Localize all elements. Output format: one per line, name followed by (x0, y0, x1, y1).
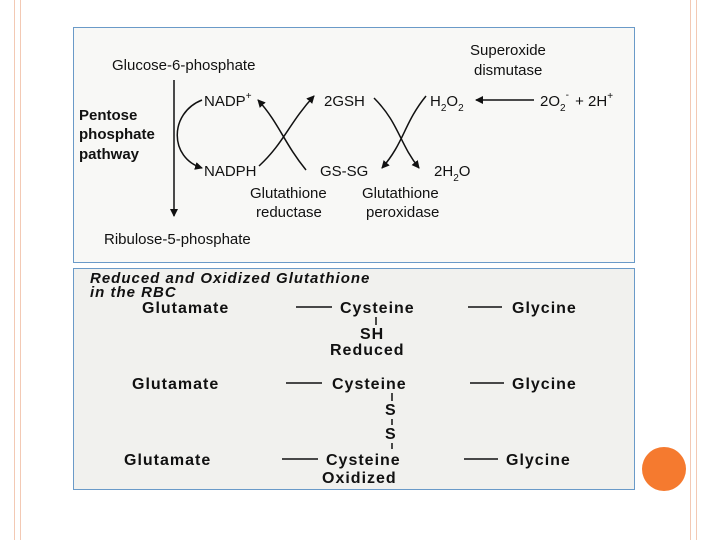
oxidized-cysteine-2: Cysteine (326, 452, 401, 469)
oxidized-glutamate-1: Glutamate (132, 376, 219, 393)
reduced-cysteine: Cysteine (340, 300, 415, 317)
deco-line-2 (20, 0, 21, 540)
peroxidase-label-line1: Glutathione (362, 185, 439, 202)
nadph-to-nadp-arrow (258, 95, 315, 167)
glucose-6-phosphate-label: Glucose-6-phosphate (112, 57, 255, 74)
oxidized-label: Oxidized (322, 470, 397, 487)
h2o2-to-h2o-arrow (381, 95, 427, 169)
gssg-label: GS-SG (320, 163, 368, 180)
superoxide-label: 2O2- + 2H+ (540, 90, 613, 114)
oxidized-glycine-2: Glycine (506, 452, 571, 469)
nadph-label: NADPH (204, 163, 257, 180)
sulfur-1: S (385, 402, 397, 419)
nadp-label: NADP+ (204, 91, 252, 110)
glutathione-structure: Reduced and Oxidized Glutathione in the … (90, 270, 577, 487)
deco-line-4 (696, 0, 697, 540)
orange-circle-decoration (642, 447, 686, 491)
reductase-label-line2: reductase (256, 204, 322, 221)
sh-group: SH (360, 326, 384, 343)
pentose-label-line1: Pentose (79, 107, 137, 124)
reduced-label: Reduced (330, 342, 405, 359)
oxidized-glycine-1: Glycine (512, 376, 577, 393)
reductase-label-line1: Glutathione (250, 185, 327, 202)
oxidized-cysteine-1: Cysteine (332, 376, 407, 393)
peroxidase-label-line2: peroxidase (366, 204, 439, 221)
sod-label-line1: Superoxide (470, 42, 546, 59)
sod-label-line2: dismutase (474, 62, 542, 79)
deco-line-3 (690, 0, 691, 540)
ribulose-5-phosphate-label: Ribulose-5-phosphate (104, 231, 251, 248)
pentose-label-line3: pathway (79, 146, 140, 163)
gsh-to-gssg-arrow (373, 97, 420, 169)
h2o2-label: H2O2 (430, 93, 464, 114)
sulfur-2: S (385, 426, 397, 443)
water-label: 2H2O (434, 163, 470, 184)
reduced-glycine: Glycine (512, 300, 577, 317)
structure-title-line1: Reduced and Oxidized Glutathione (90, 270, 370, 287)
nadp-reduction-arrow (176, 99, 203, 170)
pentose-label-line2: phosphate (79, 126, 155, 143)
oxidized-glutamate-2: Glutamate (124, 452, 211, 469)
gsh-label: 2GSH (324, 93, 365, 110)
gssg-to-gsh-arrow (257, 99, 307, 171)
deco-line-1 (14, 0, 15, 540)
glutathione-structure-panel: Reduced and Oxidized Glutathione in the … (73, 268, 635, 490)
pathway-diagram-panel: Glucose-6-phosphate Pentose phosphate pa… (73, 27, 635, 263)
structure-title-line2: in the RBC (90, 284, 177, 301)
pathway-diagram: Glucose-6-phosphate Pentose phosphate pa… (79, 42, 613, 248)
reduced-glutamate: Glutamate (142, 300, 229, 317)
